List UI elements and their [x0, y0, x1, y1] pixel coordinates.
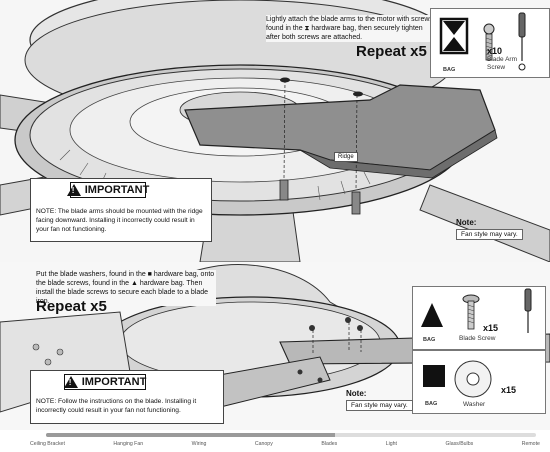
important-heading-text: IMPORTANT — [81, 376, 147, 388]
warning-icon — [63, 376, 78, 388]
bag-label: BAG — [443, 67, 456, 73]
bag-label: BAG — [423, 337, 436, 343]
blade-arm-screw-name-2: Screw — [487, 64, 506, 71]
blade-arm-screw-name-1: Blade Arm — [487, 56, 517, 63]
washer-hardware-box: BAG x15 Washer — [412, 350, 546, 414]
progress-step-canopy: Canopy — [254, 441, 273, 447]
important-heading: IMPORTANT — [66, 182, 149, 198]
blade-arm-screw-hardware-box: BAG x10 Blade Arm Screw — [430, 8, 550, 78]
step-blades-panel: Put the blade washers, found in the ■ ha… — [0, 262, 550, 430]
washer-quantity: x15 — [501, 385, 517, 395]
blade-screw-hardware-box: BAG x15 Blade Screw — [412, 286, 546, 350]
square-bag-icon — [423, 360, 492, 398]
step1-instruction: Lightly attach the blade arms to the mot… — [266, 15, 436, 42]
step2-instruction: Put the blade washers, found in the ■ ha… — [36, 270, 216, 306]
blade-screw-quantity: x15 — [483, 323, 499, 333]
progress-fill — [46, 433, 336, 437]
step-blade-arms-panel: Ridge Lightly attach the blade arms to t… — [0, 0, 550, 262]
progress-steps: Ceiling Bracket Hanging Fan Wiring Canopy Bl… — [30, 441, 540, 447]
blade-screw-name: Blade Screw — [459, 335, 496, 342]
washer-name: Washer — [463, 401, 486, 408]
note-label: Note: — [346, 389, 367, 398]
bag-label: BAG — [425, 401, 438, 407]
progress-step-hanging-fan: Hanging Fan — [113, 441, 144, 447]
progress-step-remote: Remote — [521, 441, 540, 447]
ridge-label: Ridge — [334, 152, 358, 162]
progress-step-ceiling-bracket: Ceiling Bracket — [30, 441, 65, 447]
progress-step-wiring: Wiring — [191, 441, 207, 447]
note-text: Fan style may vary. — [456, 229, 523, 240]
important-note-text: NOTE: The blade arms should be mounted w… — [36, 208, 203, 233]
note-text: Fan style may vary. — [346, 400, 413, 411]
fan-style-note: Note: Fan style may vary. — [346, 389, 413, 411]
hardware-bag-icon — [439, 12, 526, 71]
step2-repeat-label: Repeat x5 — [36, 298, 107, 315]
warning-icon — [66, 184, 81, 196]
important-heading: IMPORTANT — [63, 374, 147, 390]
installation-progress: Ceiling Bracket Hanging Fan Wiring Canopy Bl… — [0, 430, 550, 452]
step1-repeat-label: Repeat x5 — [356, 43, 427, 60]
progress-step-glass-bulbs: Glass/Bulbs — [445, 441, 474, 447]
blade-arm-screw-quantity: x10 — [487, 46, 503, 56]
note-label: Note: — [456, 218, 477, 227]
progress-step-blades: Blades — [321, 441, 338, 447]
fan-style-note: Note: Fan style may vary. — [456, 218, 523, 240]
progress-step-light: Light — [385, 441, 397, 447]
progress-track — [46, 433, 536, 437]
important-note-text: NOTE: Follow the instructions on the bla… — [36, 398, 197, 414]
important-heading-text: IMPORTANT — [84, 184, 150, 196]
triangle-bag-icon — [421, 288, 532, 333]
